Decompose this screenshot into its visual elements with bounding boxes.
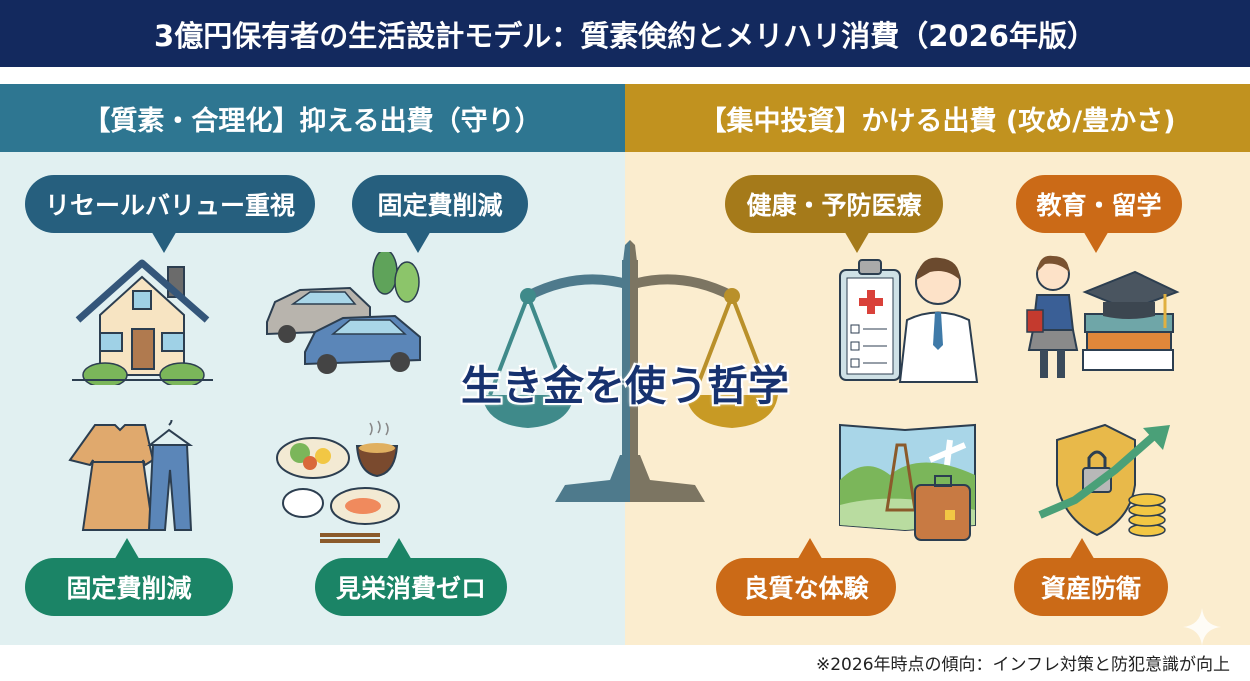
sparkle-icon bbox=[1183, 608, 1221, 646]
footer-strip bbox=[0, 645, 1250, 681]
travel-map-icon bbox=[839, 423, 976, 541]
bubble-asset-protection: 資産防衛 bbox=[1014, 538, 1168, 616]
balance-scale-icon bbox=[482, 240, 778, 502]
house-icon bbox=[72, 259, 213, 385]
left-column-header: 【質素・合理化】抑える出費（守り） bbox=[0, 84, 625, 152]
bubble-no-vanity-spending: 見栄消費ゼロ bbox=[315, 538, 507, 616]
doctor-clipboard-icon bbox=[839, 257, 979, 383]
clothes-icon bbox=[68, 420, 194, 531]
divider bbox=[0, 67, 1250, 84]
page-title: 3億円保有者の生活設計モデル：質素倹約とメリハリ消費（2026年版） bbox=[0, 0, 1250, 67]
bubble-quality-experience: 良質な体験 bbox=[716, 538, 896, 616]
bubble-resale-value: リセールバリュー重視 bbox=[25, 175, 315, 253]
bubble-health-preventive: 健康・予防医療 bbox=[725, 175, 943, 253]
bubble-fixed-cost-clothes: 固定費削減 bbox=[25, 538, 233, 616]
cars-icon bbox=[266, 252, 421, 374]
footnote: ※2026年時点の傾向：インフレ対策と防犯意識が向上 bbox=[816, 655, 1230, 675]
shield-lock-coins-icon bbox=[1038, 423, 1170, 537]
center-philosophy-text: 生き金を使う哲学 bbox=[461, 362, 789, 410]
japanese-meal-icon bbox=[276, 420, 400, 543]
bubble-education-study-abroad: 教育・留学 bbox=[1016, 175, 1182, 253]
bubble-fixed-cost-cars: 固定費削減 bbox=[352, 175, 528, 253]
right-column-header: 【集中投資】かける出費 (攻め/豊かさ) bbox=[625, 84, 1250, 152]
student-graduation-icon bbox=[1026, 255, 1180, 378]
